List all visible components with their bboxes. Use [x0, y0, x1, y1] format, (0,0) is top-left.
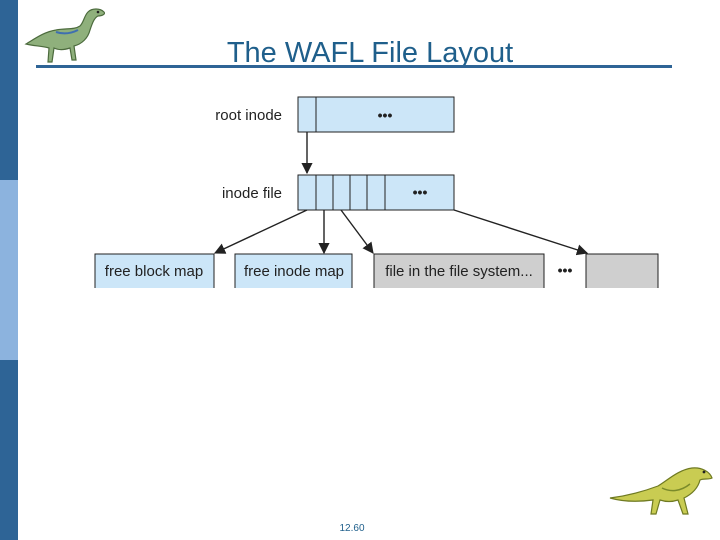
arrow-to-file-in-file-system: [340, 209, 374, 254]
sidebar-bottom-band: [0, 360, 18, 540]
free-block-map-block: [94, 253, 215, 288]
inode-file-label: inode file: [222, 185, 282, 202]
arrow-to-last-block: [453, 209, 589, 256]
file-in-file-system-block: [373, 253, 545, 288]
free-block-map-label: free block map: [105, 263, 203, 280]
free-inode-map-block: [234, 253, 353, 288]
root-inode-label: root inode: [215, 107, 282, 124]
title-underline: [36, 65, 672, 68]
sidebar: [0, 0, 18, 540]
sidebar-middle-band: [0, 180, 18, 360]
file-in-file-system-label: file in the file system...: [385, 263, 533, 280]
last-file-block: [585, 253, 659, 288]
inode-file-block: [297, 174, 455, 211]
dinosaur-logo-icon: [24, 8, 106, 63]
root-inode-block: [297, 96, 455, 133]
arrow-to-free-block-map: [213, 209, 308, 254]
page-number: 12.60: [339, 523, 365, 534]
sidebar-top-band: [0, 0, 18, 180]
root-inode-ellipsis: •••: [378, 107, 393, 123]
slide-title: The WAFL File Layout: [226, 37, 514, 70]
dinosaur-corner-icon: [609, 467, 713, 515]
free-inode-map-label: free inode map: [244, 263, 344, 280]
bottom-row-ellipsis: •••: [558, 262, 573, 278]
inode-file-ellipsis: •••: [413, 184, 428, 200]
